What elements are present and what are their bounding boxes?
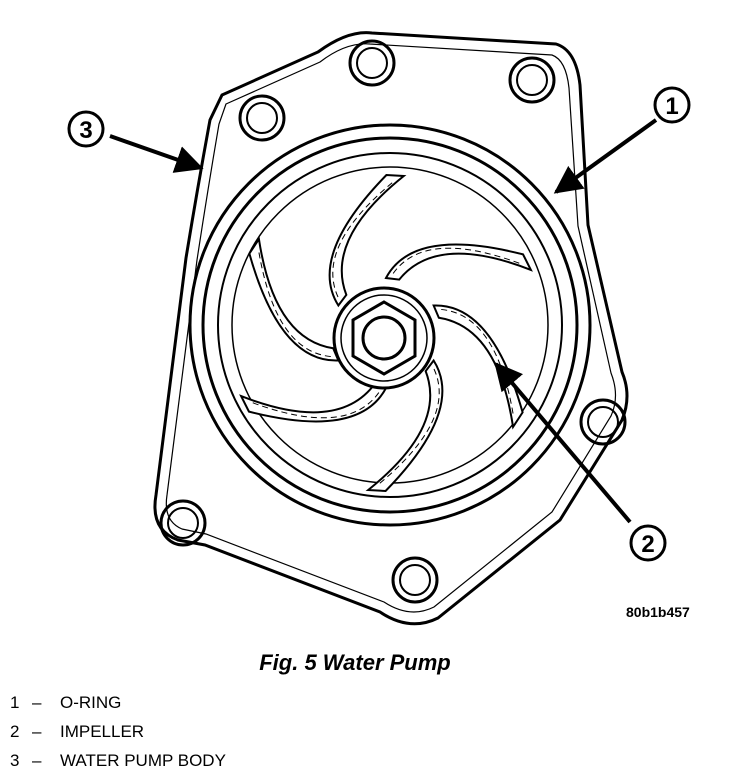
impeller-vane	[248, 236, 340, 362]
legend-dash: –	[32, 751, 42, 770]
impeller-vane-edge	[250, 392, 380, 419]
pump-body-inner-outline	[165, 43, 617, 613]
bolt-hole-top-left	[238, 94, 286, 142]
legend-number: 1	[10, 693, 20, 712]
impeller-hub-inner	[340, 294, 428, 382]
figure-caption: Fig. 5 Water Pump	[259, 650, 451, 675]
legend-label: WATER PUMP BODY	[60, 751, 226, 770]
legend-label: O-RING	[60, 693, 122, 712]
impeller-vane-edge	[377, 368, 440, 486]
callout-3-badge: 3	[67, 110, 105, 148]
legend-item-water-pump-body: 3–WATER PUMP BODY	[10, 746, 226, 775]
impeller-vane	[239, 385, 388, 423]
water-pump-diagram: 1 2 3	[67, 31, 691, 626]
o-ring-outer	[188, 123, 592, 527]
legend-number: 3	[10, 751, 20, 770]
svg-text:1: 1	[665, 93, 678, 120]
callout-2-badge: 2	[629, 524, 667, 562]
impeller-vane-edge	[258, 250, 331, 358]
bolt-hole-bottom	[391, 556, 439, 604]
impeller-vane-edge	[332, 180, 395, 298]
o-ring-inner	[201, 136, 579, 514]
legend-dash: –	[32, 693, 42, 712]
legend-item-o-ring: 1–O-RING	[10, 688, 226, 717]
svg-text:2: 2	[641, 531, 654, 558]
callout-1-arrow	[553, 118, 658, 194]
impeller-vanes	[239, 173, 533, 493]
bolt-hole-top	[348, 39, 396, 87]
callout-2-arrow	[494, 361, 632, 524]
bolt-hole-top-right	[508, 56, 556, 104]
legend-item-impeller: 2–IMPELLER	[10, 717, 226, 746]
impeller-vane	[432, 304, 524, 430]
impeller-vane	[328, 173, 407, 308]
impeller-vane	[365, 358, 444, 493]
callout-3-arrow	[109, 134, 204, 173]
callout-1-badge: 1	[653, 86, 691, 124]
figure-code: 80b1b457	[626, 604, 690, 620]
impeller-housing-rim	[217, 152, 563, 498]
svg-text:3: 3	[79, 117, 92, 144]
hub-bore	[361, 315, 407, 361]
legend-label: IMPELLER	[60, 722, 145, 741]
legend-number: 2	[10, 722, 20, 741]
impeller-vane-edge	[441, 308, 514, 416]
legend-list: 1–O-RING 2–IMPELLER 3–WATER PUMP BODY	[10, 688, 226, 775]
pump-body-outline	[153, 31, 629, 626]
bolt-hole-bottom-left	[159, 499, 207, 547]
legend-dash: –	[32, 722, 42, 741]
bolt-hole-right	[579, 398, 627, 446]
impeller-vane-edge	[392, 247, 522, 274]
impeller-vane	[384, 243, 533, 281]
